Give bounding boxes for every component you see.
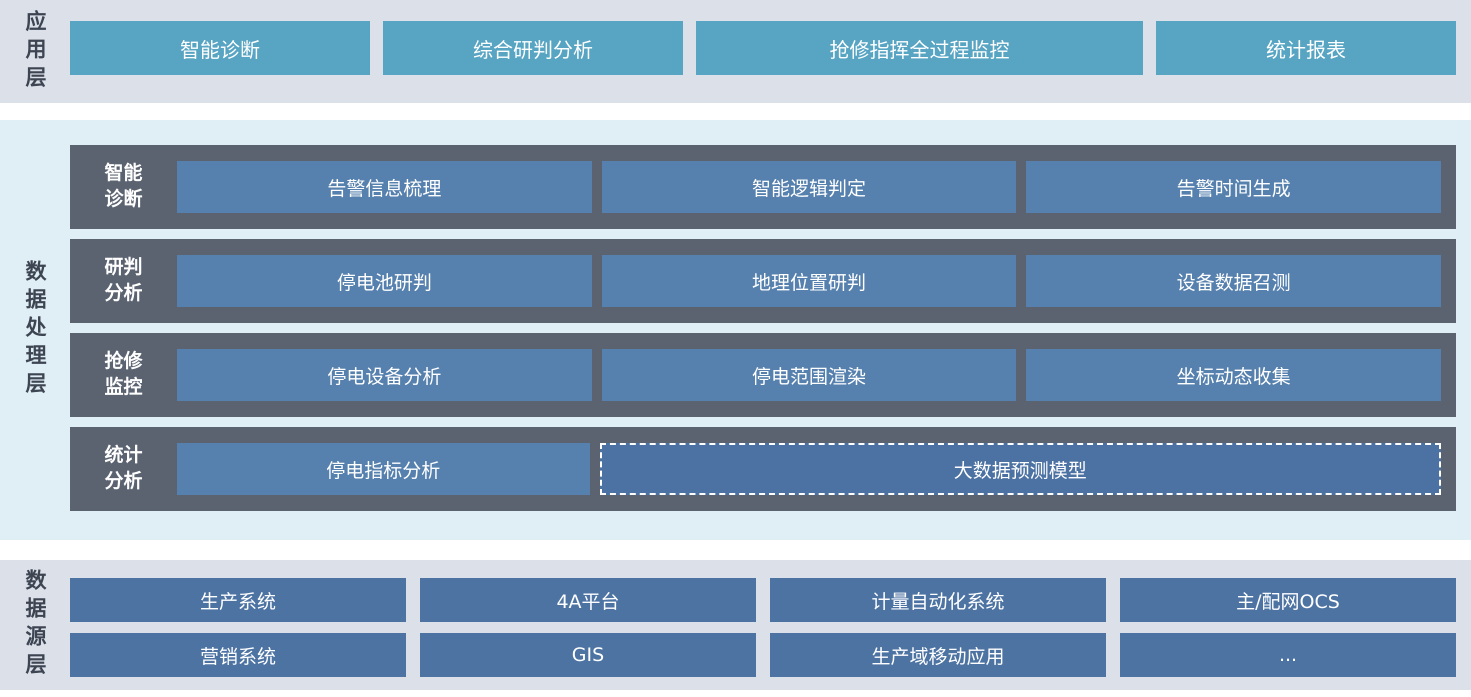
proc-block-alarm-time-generation: 告警时间生成 xyxy=(1026,161,1442,213)
source-block-marketing-system: 营销系统 xyxy=(70,633,406,677)
proc-block-outage-indicator-analysis: 停电指标分析 xyxy=(177,443,590,495)
proc-row-items: 告警信息梳理 智能逻辑判定 告警时间生成 xyxy=(177,161,1442,213)
data-processing-layer-label-area: 数据处理层 xyxy=(0,120,70,540)
proc-row-label-repair-monitoring: 抢修 监控 xyxy=(104,350,143,398)
proc-row-label-judgment-analysis: 研判 分析 xyxy=(104,256,143,304)
app-block-statistical-reports: 统计报表 xyxy=(1156,21,1456,75)
proc-block-outage-range-rendering: 停电范围渲染 xyxy=(601,349,1017,401)
proc-block-intelligent-logic-judgment: 智能逻辑判定 xyxy=(601,161,1017,213)
app-block-comprehensive-analysis: 综合研判分析 xyxy=(383,21,683,75)
proc-row-items: 停电池研判 地理位置研判 设备数据召测 xyxy=(177,255,1442,307)
data-source-layer: 数据源层 生产系统 4A平台 计量自动化系统 主/配网OCS 营销系统 GIS … xyxy=(0,560,1471,690)
source-block-production-mobile-app: 生产域移动应用 xyxy=(770,633,1106,677)
application-layer-label-area: 应用层 xyxy=(0,0,70,103)
proc-block-outage-device-analysis: 停电设备分析 xyxy=(177,349,592,401)
data-processing-layer: 数据处理层 智能 诊断 告警信息梳理 智能逻辑判定 告警时间生成 研判 分析 停… xyxy=(0,120,1471,540)
source-block-production-system: 生产系统 xyxy=(70,578,406,622)
application-layer: 应用层 智能诊断 综合研判分析 抢修指挥全过程监控 统计报表 xyxy=(0,0,1471,103)
source-block-gis: GIS xyxy=(420,633,756,677)
section-divider xyxy=(0,540,1471,560)
proc-block-device-data-recall: 设备数据召测 xyxy=(1026,255,1442,307)
proc-block-geolocation-judgment: 地理位置研判 xyxy=(601,255,1017,307)
data-processing-layer-label: 数据处理层 xyxy=(23,260,47,400)
data-source-layer-content: 生产系统 4A平台 计量自动化系统 主/配网OCS 营销系统 GIS 生产域移动… xyxy=(70,560,1471,690)
proc-row-label-intelligent-diagnosis: 智能 诊断 xyxy=(104,162,143,210)
proc-block-coordinate-dynamic-collection: 坐标动态收集 xyxy=(1026,349,1442,401)
data-processing-layer-content: 智能 诊断 告警信息梳理 智能逻辑判定 告警时间生成 研判 分析 停电池研判 地… xyxy=(70,120,1471,540)
application-layer-content: 智能诊断 综合研判分析 抢修指挥全过程监控 统计报表 xyxy=(70,0,1471,103)
proc-row-statistical-analysis: 统计 分析 停电指标分析 大数据预测模型 xyxy=(70,427,1456,511)
data-source-layer-label-area: 数据源层 xyxy=(0,560,70,690)
proc-block-big-data-prediction-model: 大数据预测模型 xyxy=(599,443,1441,495)
proc-row-items: 停电指标分析 大数据预测模型 xyxy=(177,443,1441,495)
source-block-4a-platform: 4A平台 xyxy=(420,578,756,622)
source-row-1: 生产系统 4A平台 计量自动化系统 主/配网OCS xyxy=(70,578,1456,622)
data-source-layer-label: 数据源层 xyxy=(23,569,47,681)
source-block-main-distribution-ocs: 主/配网OCS xyxy=(1120,578,1456,622)
section-divider xyxy=(0,103,1471,120)
source-block-more: ... xyxy=(1120,633,1456,677)
proc-block-outage-battery-judgment: 停电池研判 xyxy=(177,255,592,307)
source-block-metering-automation-system: 计量自动化系统 xyxy=(770,578,1106,622)
proc-row-repair-monitoring: 抢修 监控 停电设备分析 停电范围渲染 坐标动态收集 xyxy=(70,333,1456,417)
source-row-2: 营销系统 GIS 生产域移动应用 ... xyxy=(70,633,1456,677)
application-layer-label: 应用层 xyxy=(23,9,47,94)
proc-row-label-statistical-analysis: 统计 分析 xyxy=(104,444,143,492)
proc-row-judgment-analysis: 研判 分析 停电池研判 地理位置研判 设备数据召测 xyxy=(70,239,1456,323)
proc-block-alarm-info-sorting: 告警信息梳理 xyxy=(177,161,592,213)
proc-row-items: 停电设备分析 停电范围渲染 坐标动态收集 xyxy=(177,349,1442,401)
app-block-repair-command-monitoring: 抢修指挥全过程监控 xyxy=(696,21,1143,75)
app-block-intelligent-diagnosis: 智能诊断 xyxy=(70,21,370,75)
proc-row-intelligent-diagnosis: 智能 诊断 告警信息梳理 智能逻辑判定 告警时间生成 xyxy=(70,145,1456,229)
